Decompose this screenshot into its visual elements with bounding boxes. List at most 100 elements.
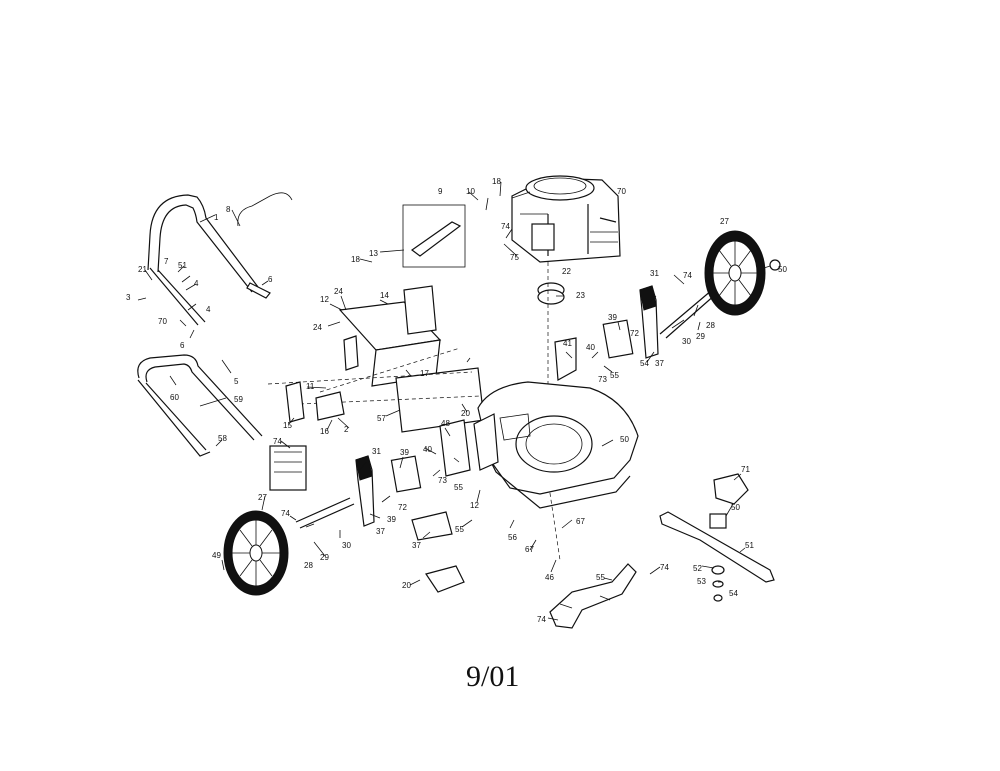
engine bbox=[511, 175, 621, 263]
callout-35: 39 bbox=[400, 448, 409, 457]
callout-28b: 28 bbox=[706, 321, 715, 330]
callout-46b: 50 bbox=[731, 503, 740, 512]
callout-71b: 72 bbox=[630, 329, 639, 338]
callout-31: 31 bbox=[372, 447, 381, 456]
callout-23: 23 bbox=[576, 291, 585, 300]
callout-30: 30 bbox=[342, 541, 351, 550]
callout-13: 13 bbox=[369, 249, 378, 258]
callout-72b: 74 bbox=[683, 271, 692, 280]
callout-24b: 24 bbox=[313, 323, 322, 332]
callout-58: 59 bbox=[234, 395, 243, 404]
callout-6: 6 bbox=[268, 275, 273, 284]
callout-27b: 27 bbox=[720, 217, 729, 226]
blade bbox=[659, 511, 775, 583]
callout-35b: 39 bbox=[608, 313, 617, 322]
callout-34: 39 bbox=[387, 515, 396, 524]
callout-16: 16 bbox=[320, 427, 329, 436]
callout-29b: 29 bbox=[696, 332, 705, 341]
callout-74: 74 bbox=[501, 222, 510, 231]
callout-10: 10 bbox=[466, 187, 475, 196]
callout-56: 57 bbox=[377, 414, 386, 423]
callout-27: 27 bbox=[258, 493, 267, 502]
rear-baffle-assembly bbox=[267, 285, 485, 433]
callout-31b: 31 bbox=[650, 269, 659, 278]
callout-14: 14 bbox=[380, 291, 389, 300]
callout-4b: 4 bbox=[206, 305, 211, 314]
callout-57: 58 bbox=[218, 434, 227, 443]
callout-71: 72 bbox=[398, 503, 407, 512]
callout-22: 22 bbox=[562, 267, 571, 276]
callout-60: 67 bbox=[576, 517, 585, 526]
callout-17: 17 bbox=[420, 369, 429, 378]
revision-date: 9/01 bbox=[466, 660, 520, 693]
callout-1: 1 bbox=[214, 213, 219, 222]
callout-9: 9 bbox=[438, 187, 443, 196]
callout-18: 18 bbox=[492, 177, 501, 186]
callout-19: 20 bbox=[402, 581, 411, 590]
discharge-chute bbox=[549, 563, 637, 629]
callout-62: 71 bbox=[741, 465, 750, 474]
callout-61: 70 bbox=[158, 317, 167, 326]
callout-33: 37 bbox=[412, 541, 421, 550]
callout-5: 5 bbox=[234, 377, 239, 386]
callout-59: 60 bbox=[170, 393, 179, 402]
control-cable bbox=[237, 192, 293, 227]
callout-30b: 30 bbox=[682, 337, 691, 346]
callout-21: 21 bbox=[138, 265, 147, 274]
callout-24: 24 bbox=[334, 287, 343, 296]
callout-73: 74 bbox=[660, 563, 669, 572]
callout-41: 46 bbox=[545, 573, 554, 582]
mower-deck bbox=[473, 381, 639, 509]
callout-37b: 40 bbox=[586, 343, 595, 352]
callout-8: 8 bbox=[226, 205, 231, 214]
callout-29: 29 bbox=[320, 553, 329, 562]
callout-52: 56 bbox=[508, 533, 517, 542]
callout-18b: 18 bbox=[351, 255, 360, 264]
callout-44: 50 bbox=[620, 435, 629, 444]
lower-handle bbox=[137, 354, 263, 457]
wheel-front-right bbox=[704, 230, 766, 316]
callout-60b: 67 bbox=[525, 545, 534, 554]
callout-4: 4 bbox=[194, 279, 199, 288]
upper-handle bbox=[147, 194, 271, 326]
callout-7: 7 bbox=[164, 257, 169, 266]
callout-72: 74 bbox=[281, 509, 290, 518]
callout-46: 50 bbox=[778, 265, 787, 274]
callout-61b: 70 bbox=[617, 187, 626, 196]
callout-15: 15 bbox=[283, 421, 292, 430]
callout-39: 41 bbox=[563, 339, 572, 348]
callout-55: 55 bbox=[454, 483, 463, 492]
callout-55c: 55 bbox=[610, 371, 619, 380]
callout-69: 74 bbox=[273, 437, 282, 446]
inset-box bbox=[402, 204, 466, 268]
callout-50: 54 bbox=[729, 589, 738, 598]
callouts: 1 8 6 21 7 51 4 3 4 70 6 5 60 59 58 74 9… bbox=[126, 177, 787, 624]
callout-55b: 55 bbox=[455, 525, 464, 534]
callout-20: 20 bbox=[461, 409, 470, 418]
callout-73b: 74 bbox=[537, 615, 546, 624]
callout-3: 3 bbox=[126, 293, 131, 302]
wheel-rear-left bbox=[223, 510, 289, 596]
callout-32: 37 bbox=[376, 527, 385, 536]
callout-12b: 12 bbox=[470, 501, 479, 510]
callout-75: 75 bbox=[510, 253, 519, 262]
callout-48: 52 bbox=[693, 564, 702, 573]
leader-lines bbox=[137, 181, 746, 621]
callout-28: 28 bbox=[304, 561, 313, 570]
callout-70: 73 bbox=[438, 476, 447, 485]
callout-47: 51 bbox=[745, 541, 754, 550]
blade-adapter-lower bbox=[713, 473, 749, 505]
callout-37: 40 bbox=[423, 445, 432, 454]
callout-40: 48 bbox=[441, 419, 450, 428]
bag-frame bbox=[269, 445, 307, 491]
callout-70b: 73 bbox=[598, 375, 607, 384]
callout-2: 2 bbox=[344, 425, 349, 434]
callout-11: 11 bbox=[306, 382, 315, 391]
callout-54: 54 bbox=[640, 359, 649, 368]
callout-51: 55 bbox=[596, 573, 605, 582]
callout-12: 12 bbox=[320, 295, 329, 304]
callout-45: 49 bbox=[212, 551, 221, 560]
callout-53: 51 bbox=[178, 261, 187, 270]
callout-6b: 6 bbox=[180, 341, 185, 350]
